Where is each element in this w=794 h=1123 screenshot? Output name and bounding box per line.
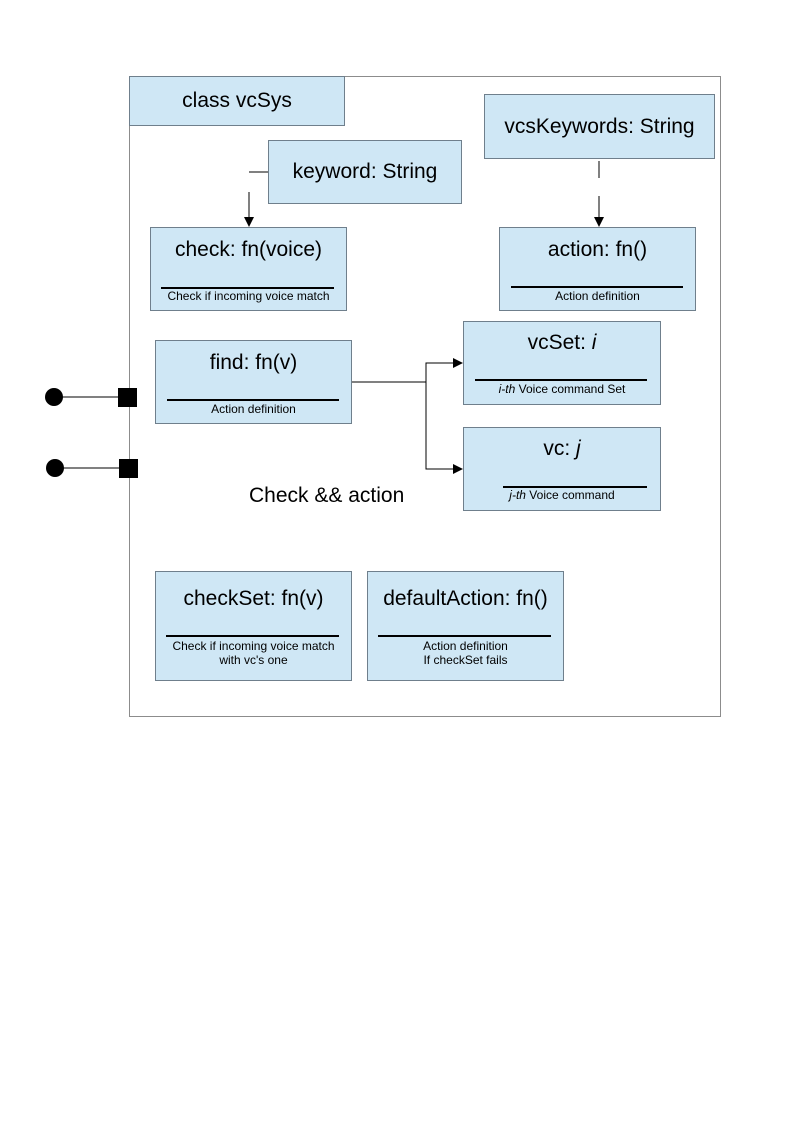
find-to-vcset-connector	[352, 358, 463, 383]
port-1-square	[118, 388, 137, 407]
port-2-square	[119, 459, 138, 478]
class-title-box: class vcSys	[129, 76, 345, 126]
checkset-divider	[166, 635, 339, 637]
vcset-title: vcSet: i	[464, 331, 660, 355]
checkset-desc-line1: Check if incoming voice match	[172, 639, 335, 653]
default-action-desc-line1: Action definition	[423, 639, 508, 653]
default-action-box: defaultAction: fn() Action definition If…	[367, 571, 564, 681]
vc-box: vc: j j-th Voice command	[463, 427, 661, 511]
class-title: class vcSys	[182, 89, 292, 112]
check-title: check: fn(voice)	[174, 238, 323, 261]
default-action-desc-line2: If checkSet fails	[423, 653, 508, 667]
vc-title-prefix: vc:	[543, 437, 576, 460]
vcset-desc: i-th Voice command Set	[464, 382, 660, 396]
vcset-desc-rest: Voice command Set	[515, 382, 626, 396]
find-divider	[167, 399, 339, 401]
check-desc: Check if incoming voice match	[167, 289, 330, 303]
vc-title-var: j	[576, 437, 581, 460]
vcset-box: vcSet: i i-th Voice command Set	[463, 321, 661, 405]
default-action-title: defaultAction: fn()	[383, 587, 548, 610]
keyword-box: keyword: String	[268, 140, 462, 204]
port-2-dot	[46, 459, 64, 477]
action-divider	[511, 286, 683, 288]
find-to-vc-connector	[425, 382, 463, 474]
vcset-divider	[475, 379, 647, 381]
vcset-title-prefix: vcSet:	[527, 331, 592, 354]
vc-desc-rest: Voice command	[525, 488, 615, 502]
action-desc: Action definition	[555, 289, 640, 303]
check-action-label: Check && action	[249, 484, 405, 507]
default-action-divider	[378, 635, 551, 637]
keyword-title: keyword: String	[292, 160, 438, 183]
vc-desc-italic: j-th	[509, 488, 526, 502]
vcset-desc-italic: i-th	[498, 382, 516, 396]
port-1-dot	[45, 388, 63, 406]
vcs-keywords-title: vcsKeywords: String	[504, 115, 695, 138]
find-title: find: fn(v)	[209, 351, 298, 374]
vcset-title-var: i	[591, 331, 597, 354]
find-box: find: fn(v) Action definition	[155, 340, 352, 424]
check-box: check: fn(voice) Check if incoming voice…	[150, 227, 347, 311]
checkset-desc-line2: with vc's one	[219, 653, 288, 667]
vc-divider	[503, 486, 647, 488]
vc-title: vc: j	[464, 437, 660, 461]
action-title: action: fn()	[547, 238, 648, 261]
find-desc: Action definition	[211, 402, 296, 416]
checkset-title: checkSet: fn(v)	[183, 587, 324, 610]
keyword-to-check-connector	[249, 171, 268, 226]
check-divider	[161, 287, 334, 289]
checkset-box: checkSet: fn(v) Check if incoming voice …	[155, 571, 352, 681]
vc-desc: j-th Voice command	[464, 488, 660, 502]
vcs-keywords-box: vcsKeywords: String	[484, 94, 715, 159]
